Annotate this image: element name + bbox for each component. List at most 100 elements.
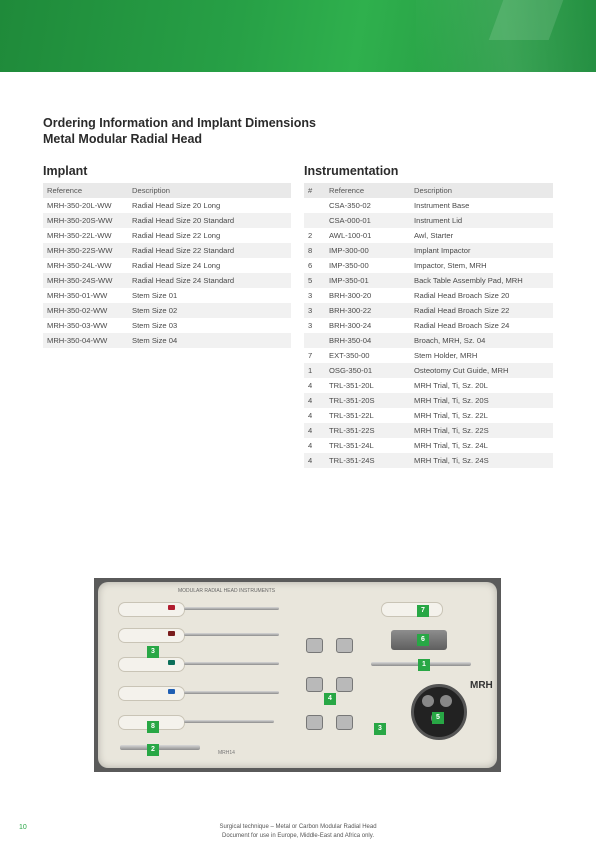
table-cell: TRL-351-22L: [325, 408, 410, 423]
table-cell: 4: [304, 453, 325, 468]
table-cell: Radial Head Size 22 Standard: [128, 243, 291, 258]
table-cell: MRH Trial, Ti, Sz. 20S: [410, 393, 553, 408]
instrument-shaft: [184, 720, 274, 723]
callout-badge: 4: [324, 693, 336, 705]
table-cell: TRL-351-24L: [325, 438, 410, 453]
table-cell: Radial Head Size 20 Long: [128, 198, 291, 213]
instrument-shaft: [184, 633, 279, 636]
table-cell: MRH-350-02-WW: [43, 303, 128, 318]
table-cell: Stem Size 04: [128, 333, 291, 348]
table-cell: 4: [304, 423, 325, 438]
table-cell: TRL-351-20S: [325, 393, 410, 408]
table-cell: 3: [304, 318, 325, 333]
instrumentation-heading: Instrumentation: [304, 164, 399, 178]
table-cell: 1: [304, 363, 325, 378]
table-cell: MRH Trial, Ti, Sz. 22S: [410, 423, 553, 438]
table-cell: IMP-350-01: [325, 273, 410, 288]
trial-component: [336, 638, 353, 653]
table-cell: Implant Impactor: [410, 243, 553, 258]
pad-hole: [422, 695, 434, 707]
callout-badge: 2: [147, 744, 159, 756]
implant-heading: Implant: [43, 164, 88, 178]
callout-badge: 5: [432, 712, 444, 724]
table-cell: Stem Size 03: [128, 318, 291, 333]
table-cell: IMP-350-00: [325, 258, 410, 273]
header-banner: [0, 0, 596, 72]
table-cell: Instrument Base: [410, 198, 553, 213]
table-cell: BRH-300-22: [325, 303, 410, 318]
pad-hole: [440, 695, 452, 707]
instrument-shaft: [184, 662, 279, 665]
table-cell: Instrument Lid: [410, 213, 553, 228]
table-cell: Awl, Starter: [410, 228, 553, 243]
instrument-handle: [118, 628, 185, 643]
table-cell: CSA-000-01: [325, 213, 410, 228]
table-cell: MRH-350-24L-WW: [43, 258, 128, 273]
table-cell: 4: [304, 393, 325, 408]
table-cell: 2: [304, 228, 325, 243]
table-cell: 3: [304, 303, 325, 318]
table-cell: BRH-300-24: [325, 318, 410, 333]
callout-badge: 8: [147, 721, 159, 733]
table-cell: MRH-350-01-WW: [43, 288, 128, 303]
table-cell: TRL-351-24S: [325, 453, 410, 468]
color-marker: [168, 631, 175, 636]
trial-component: [306, 677, 323, 692]
table-cell: Osteotomy Cut Guide, MRH: [410, 363, 553, 378]
table-cell: MRH-350-22L-WW: [43, 228, 128, 243]
instrument-handle: [118, 602, 185, 617]
stem-holder: [381, 602, 443, 617]
table-cell: MRH Trial, Ti, Sz. 24S: [410, 453, 553, 468]
table-cell: 4: [304, 378, 325, 393]
table-cell: Radial Head Size 20 Standard: [128, 213, 291, 228]
column-header: Description: [410, 183, 553, 198]
table-cell: Impactor, Stem, MRH: [410, 258, 553, 273]
table-cell: MRH-350-22S-WW: [43, 243, 128, 258]
instrument-shaft: [184, 607, 279, 610]
table-cell: TRL-351-22S: [325, 423, 410, 438]
table-cell: EXT-350-00: [325, 348, 410, 363]
column-header: Description: [128, 183, 291, 198]
table-cell: 4: [304, 408, 325, 423]
color-marker: [168, 605, 175, 610]
table-cell: [304, 198, 325, 213]
table-cell: 8: [304, 243, 325, 258]
table-cell: 3: [304, 288, 325, 303]
table-cell: MRH-350-20L-WW: [43, 198, 128, 213]
callout-badge: 3: [147, 646, 159, 658]
column-header: #: [304, 183, 325, 198]
table-cell: Radial Head Broach Size 24: [410, 318, 553, 333]
table-cell: 4: [304, 438, 325, 453]
instrument-shaft: [184, 691, 279, 694]
table-cell: Radial Head Size 24 Long: [128, 258, 291, 273]
table-cell: OSG-350-01: [325, 363, 410, 378]
color-marker: [168, 660, 175, 665]
callout-badge: 3: [374, 723, 386, 735]
title-line-1: Ordering Information and Implant Dimensi…: [43, 116, 316, 130]
instrument-tray-photo: MODULAR RADIAL HEAD INSTRUMENTS MRH14: [94, 578, 501, 772]
table-cell: 7: [304, 348, 325, 363]
table-cell: Radial Head Size 22 Long: [128, 228, 291, 243]
tray-mark: MRH: [470, 680, 493, 691]
page-title: Ordering Information and Implant Dimensi…: [43, 115, 316, 147]
table-cell: Broach, MRH, Sz. 04: [410, 333, 553, 348]
table-cell: 5: [304, 273, 325, 288]
